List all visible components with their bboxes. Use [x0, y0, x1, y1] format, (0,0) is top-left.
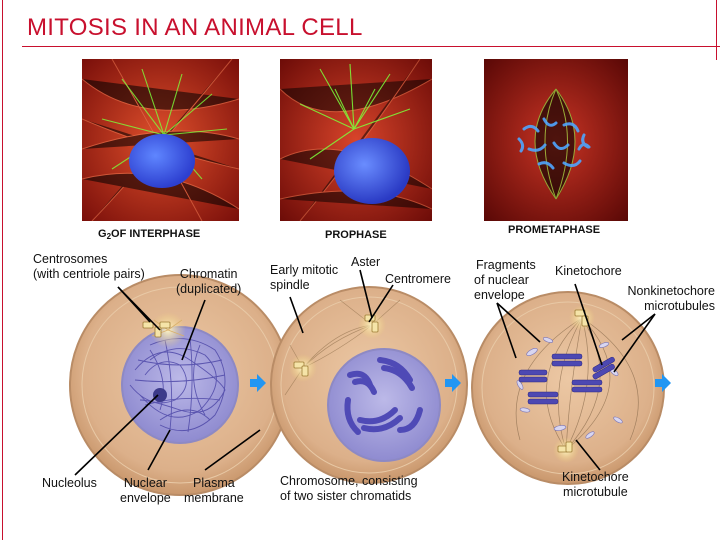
cell-g2-interphase — [69, 274, 291, 496]
label-chromosome-line2: of two sister chromatids — [280, 489, 412, 503]
label-chromatin-line2: (duplicated) — [176, 282, 242, 296]
stage-g2-subscript: 2 — [106, 232, 112, 241]
label-plasma-membrane-line1: Plasma — [193, 476, 235, 490]
label-plasma-membrane-line2: membrane — [184, 491, 244, 505]
page-title: MITOSIS IN AN ANIMAL CELL — [27, 14, 363, 41]
label-fragments-line1: Fragments — [476, 258, 536, 272]
stage-label-prometaphase: PROMETAPHASE — [508, 224, 601, 236]
stage-g2-rest: OF INTERPHASE — [111, 228, 201, 240]
cell-prophase — [270, 286, 468, 484]
label-centrosomes-line2: (with centriole pairs) — [33, 267, 145, 281]
arrow-right-icon — [445, 374, 461, 392]
stage-label-g2-interphase: G2OF INTERPHASE — [98, 228, 200, 241]
label-nonkinetochore-microtubules: Nonkinetochore microtubules — [610, 284, 715, 314]
arrow-right-icon — [250, 374, 266, 392]
label-nuclear-envelope: Nuclear envelope — [120, 476, 171, 506]
micrograph-g2-interphase — [82, 59, 239, 221]
label-nonkinetochore-line2: microtubules — [644, 299, 715, 313]
micrograph-prophase — [280, 59, 432, 221]
label-centromere: Centromere — [385, 272, 451, 286]
title-underline — [22, 46, 720, 47]
label-nuclear-envelope-line2: envelope — [120, 491, 171, 505]
stage-arrows — [250, 374, 671, 392]
stage-label-prophase: PROPHASE — [325, 229, 387, 241]
label-aster: Aster — [351, 255, 381, 269]
leader-lines — [74, 269, 656, 476]
right-accent-rule — [716, 0, 717, 60]
label-chromatin-line1: Chromatin — [179, 267, 238, 281]
label-kinetochore-microtubule: Kinetochore microtubule — [562, 470, 629, 500]
cell-prometaphase — [471, 291, 665, 485]
label-chromatin: Chromatin (duplicated) — [176, 267, 241, 297]
label-nuclear-envelope-line1: Nuclear — [123, 476, 167, 490]
label-fragments-line3: envelope — [474, 288, 525, 302]
label-kinetochore: Kinetochore — [555, 264, 622, 278]
left-accent-rule — [2, 0, 3, 540]
label-early-spindle-line2: spindle — [270, 278, 310, 292]
label-centrosomes-line1: Centrosomes — [33, 252, 108, 266]
label-nonkinetochore-line1: Nonkinetochore — [627, 284, 715, 298]
label-early-mitotic-spindle: Early mitotic spindle — [270, 263, 338, 293]
label-fragments-of-nuclear-envelope: Fragments of nuclear envelope — [474, 258, 536, 303]
label-fragments-line2: of nuclear — [474, 273, 529, 287]
label-chromosome-line1: Chromosome, consisting — [280, 474, 418, 488]
stage-g2-letter: G — [98, 228, 107, 240]
label-centrosomes: Centrosomes (with centriole pairs) — [33, 252, 145, 282]
arrow-right-icon — [655, 374, 671, 392]
label-kinetochore-mt-line2: microtubule — [563, 485, 628, 499]
label-chromosome: Chromosome, consisting of two sister chr… — [280, 474, 418, 504]
label-nucleolus: Nucleolus — [42, 476, 97, 490]
label-early-spindle-line1: Early mitotic — [270, 263, 339, 277]
label-plasma-membrane: Plasma membrane — [184, 476, 244, 506]
label-kinetochore-mt-line1: Kinetochore — [562, 470, 629, 484]
micrograph-prometaphase — [484, 59, 628, 221]
